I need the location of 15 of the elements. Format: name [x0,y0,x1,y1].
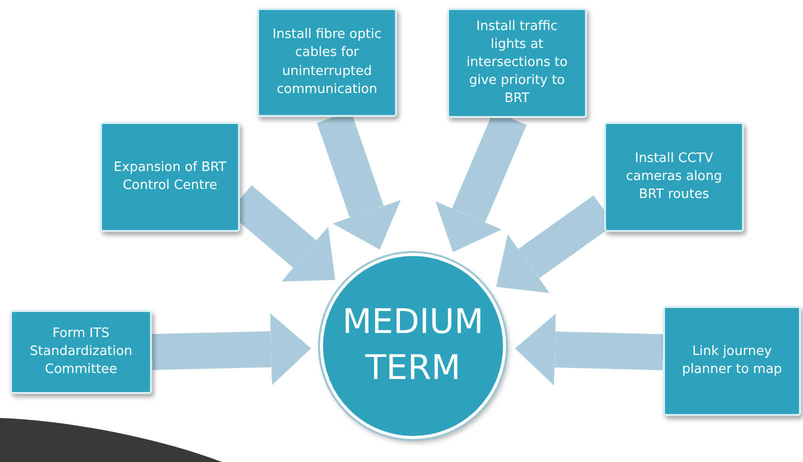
box-text: Install CCTV cameras along BRT routes [624,150,723,204]
text-box [10,310,152,394]
block-arrow [514,314,664,386]
text-box [663,306,801,416]
block-arrow [152,313,312,386]
text-box [100,122,240,232]
box-text: Form ITS Standardization Committee [28,324,134,380]
circle-title: MEDIUM TERM [342,301,484,390]
text-box [447,8,587,118]
box-text: Install fibre optic cables for uninterrupted communication [272,26,382,99]
box-text: Expansion of BRT Control Centre [112,158,228,195]
box-text: Install traffic lights at intersections to give priority to BRT [465,18,569,108]
box-text: Link journey planner to map [681,342,783,379]
text-box [257,8,397,117]
text-box [604,122,744,232]
